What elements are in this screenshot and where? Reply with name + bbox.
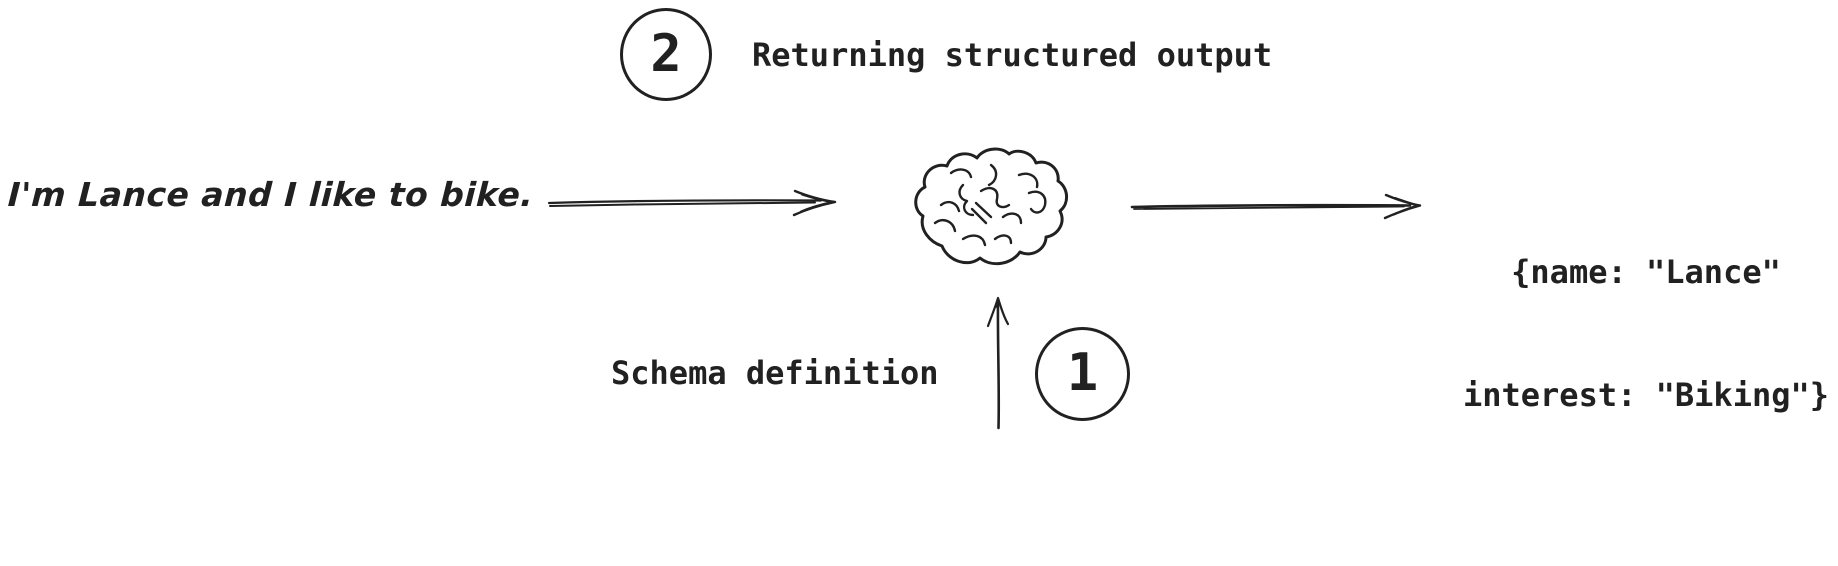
structured-output-json: {name: "Lance" interest: "Biking"} bbox=[1414, 170, 1838, 498]
arrow-input-to-llm-icon bbox=[547, 189, 837, 217]
schema-line-1: {name: "Person's name" bbox=[698, 561, 1302, 566]
schema-definition-json: {name: "Person's name" interest: "Person… bbox=[698, 477, 1302, 566]
step-2-badge: 2 bbox=[620, 8, 712, 101]
schema-definition-label: Schema definition bbox=[611, 354, 939, 392]
brain-icon bbox=[914, 147, 1068, 266]
output-line-2: interest: "Biking"} bbox=[1462, 376, 1830, 414]
arrow-llm-to-output-icon bbox=[1130, 193, 1422, 220]
step-2-label: Returning structured output bbox=[752, 36, 1273, 74]
step-1-number: 1 bbox=[1066, 343, 1099, 403]
arrow-schema-to-llm-icon bbox=[986, 296, 1010, 430]
input-message-text: I'm Lance and I like to bike. bbox=[7, 175, 535, 214]
step-2-number: 2 bbox=[650, 23, 682, 84]
step-1-badge: 1 bbox=[1035, 327, 1130, 421]
output-line-1: {name: "Lance" bbox=[1511, 253, 1781, 291]
